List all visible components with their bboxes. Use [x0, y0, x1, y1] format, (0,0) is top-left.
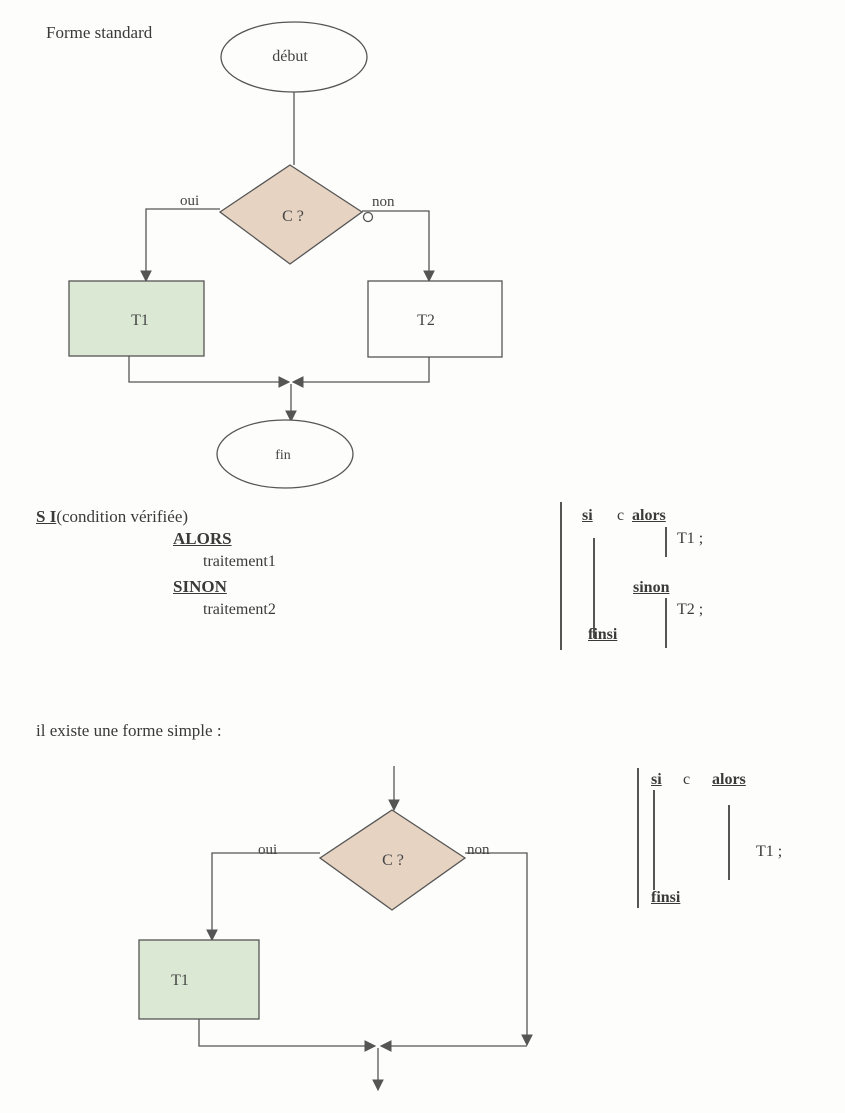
struct-t2: T2 ; — [677, 601, 704, 618]
t1-box — [68, 280, 205, 357]
pseudo-else-body: traitement2 — [203, 601, 276, 618]
structure-bar-else — [665, 598, 667, 648]
pseudo-then-keyword: ALORS — [173, 529, 232, 548]
end-node — [216, 419, 354, 489]
t1-box-2 — [138, 939, 260, 1020]
struct-alors: alors — [632, 507, 666, 524]
structure2-bar-inner — [653, 790, 655, 890]
structure-bar-inner — [593, 538, 595, 638]
struct2-si: si — [651, 771, 662, 788]
t1-label: T1 — [131, 312, 149, 329]
end-label: fin — [275, 448, 291, 463]
section2-title: il existe une forme simple : — [36, 721, 222, 740]
start-label: début — [272, 48, 308, 65]
struct-sinon: sinon — [633, 579, 670, 596]
yes-label: oui — [180, 193, 199, 209]
t1-label-2: T1 — [171, 972, 189, 989]
struct-finsi: finsi — [588, 626, 618, 643]
structure2-bar-outer — [637, 768, 639, 908]
struct-t1: T1 ; — [677, 530, 704, 547]
condition-label-2: C ? — [382, 852, 404, 869]
pseudo-else-keyword: SINON — [173, 577, 227, 596]
pseudo-if-line: S I(condition vérifiée) — [36, 508, 188, 525]
section1-title: Forme standard — [46, 23, 153, 42]
condition-node-2 — [318, 809, 467, 911]
condition-node — [218, 164, 364, 265]
struct-si: si — [582, 507, 593, 524]
pseudo-then-body: traitement1 — [203, 553, 276, 570]
yes-label-2: oui — [258, 842, 277, 858]
struct2-c: c — [683, 771, 691, 788]
pseudo-if-keyword: S I — [36, 507, 57, 526]
no-label-2: non — [467, 842, 490, 858]
no-label: non — [372, 194, 395, 210]
structure-bar-then — [665, 527, 667, 557]
structure2-bar-then — [728, 805, 730, 880]
structure-bar-outer — [560, 502, 562, 650]
condition-label: C ? — [282, 208, 304, 225]
pseudo-condition: (condition vérifiée) — [56, 507, 189, 526]
struct2-finsi: finsi — [651, 889, 681, 906]
struct2-t1: T1 ; — [756, 843, 783, 860]
struct-c: c — [617, 507, 625, 524]
t2-label: T2 — [417, 312, 435, 329]
struct2-alors: alors — [712, 771, 746, 788]
t2-box — [367, 280, 503, 358]
